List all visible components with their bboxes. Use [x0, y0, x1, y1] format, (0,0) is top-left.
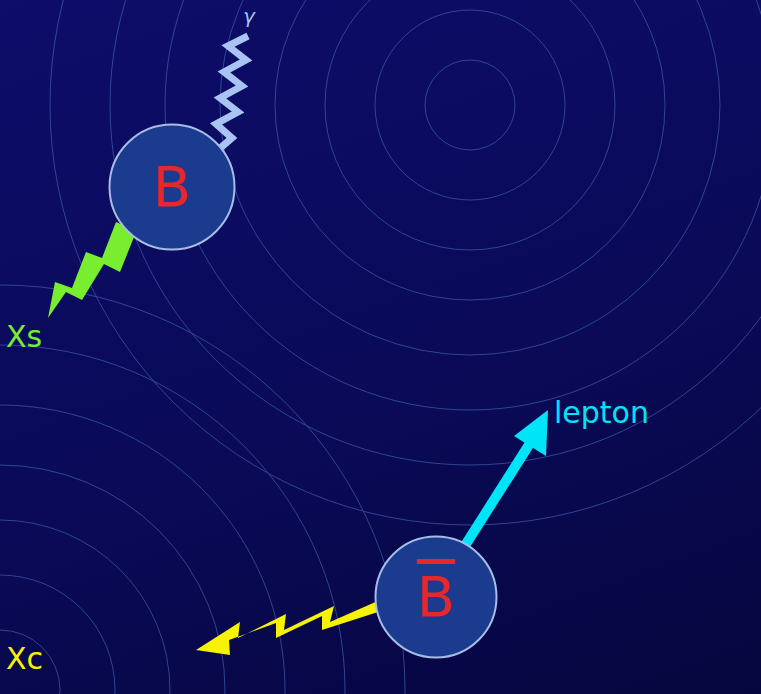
circle-shape [376, 537, 497, 658]
xs-label: Xs [6, 322, 42, 352]
lepton-label: lepton [554, 398, 649, 428]
circle-shape [110, 125, 235, 250]
xc-label: Xc [6, 644, 43, 674]
meson-circle: B [374, 535, 498, 659]
photon-wave [216, 36, 248, 150]
meson-circle: B [108, 123, 236, 251]
lepton-head [514, 410, 548, 456]
particle-name: B [153, 159, 191, 215]
photon-label: γ [243, 6, 255, 26]
particle-name: B [417, 569, 455, 625]
xc-lightning [196, 600, 380, 655]
